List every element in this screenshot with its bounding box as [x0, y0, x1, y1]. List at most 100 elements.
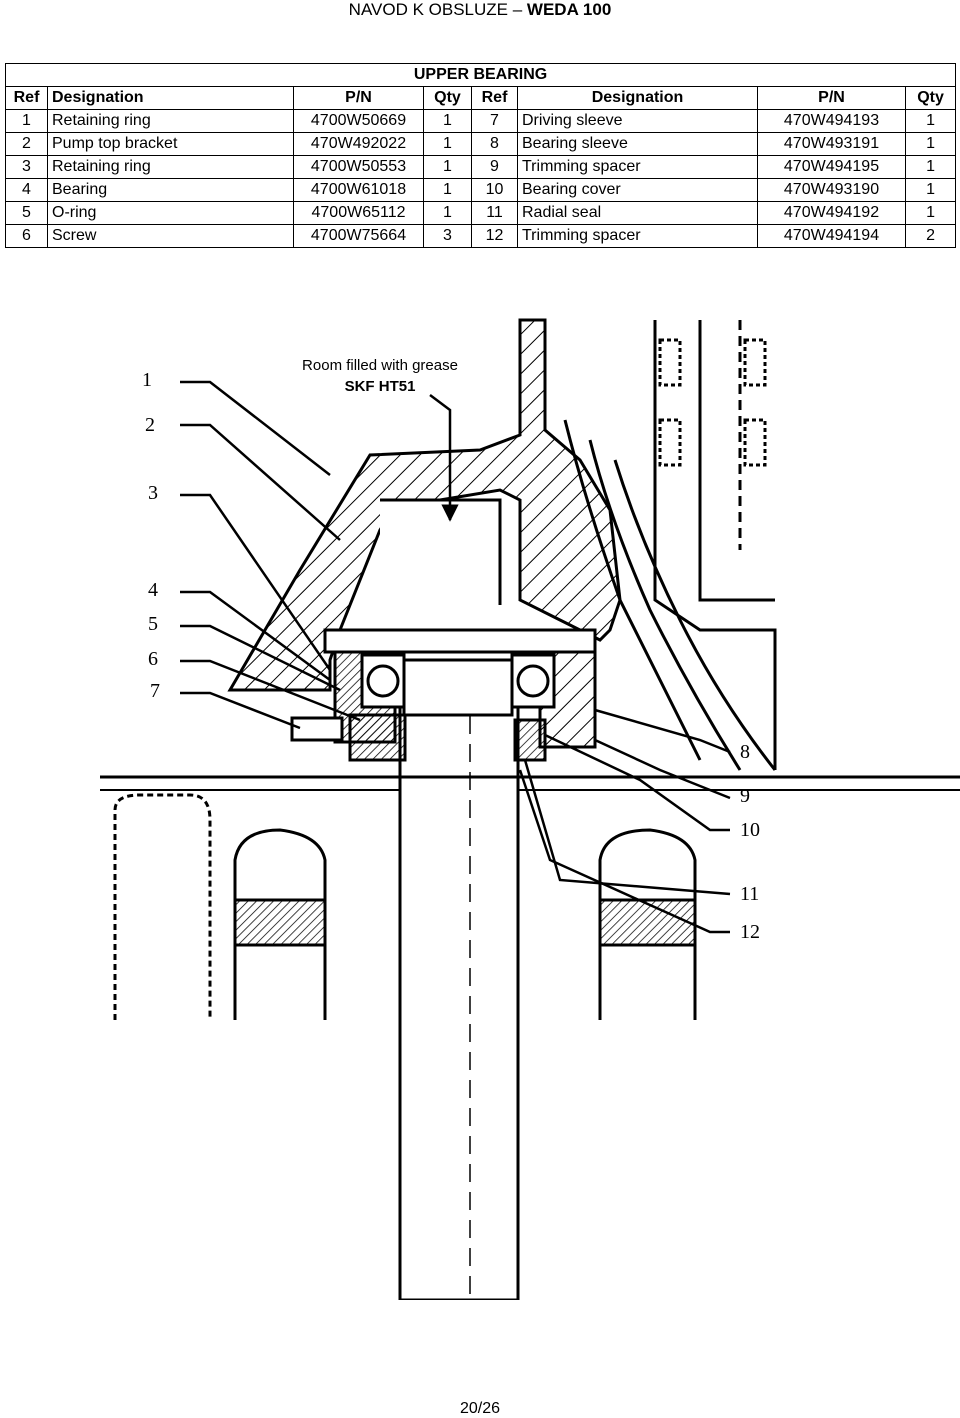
- leader-10: [544, 733, 730, 832]
- table-cell: 3: [423, 224, 472, 248]
- table-cell: 470W492022: [293, 132, 424, 156]
- table-cell: 470W494195: [757, 155, 906, 179]
- table-cell: Trimming spacer: [517, 224, 758, 248]
- table-cell: 1: [904, 109, 957, 133]
- table-cell: 470W494193: [757, 109, 906, 133]
- table-cell: O-ring: [47, 201, 294, 225]
- page-number: 20/26: [459, 1400, 501, 1417]
- callout-4: 4: [148, 579, 158, 601]
- table-cell: 1: [904, 155, 957, 179]
- table-cell: Radial seal: [517, 201, 758, 225]
- leader-8: [594, 708, 731, 754]
- bearing-ball-left: [366, 664, 400, 698]
- table-cell: 3: [5, 155, 48, 179]
- col-header: P/N: [293, 86, 424, 110]
- table-cell: 5: [5, 201, 48, 225]
- table-cell: Trimming spacer: [517, 155, 758, 179]
- bearing-drawing: Room filled with grease SKF HT51 1 2 3 4…: [100, 318, 960, 1300]
- table-cell: 9: [471, 155, 518, 179]
- table-cell: 470W493191: [757, 132, 906, 156]
- shaft: [398, 658, 520, 1300]
- table-cell: Retaining ring: [47, 109, 294, 133]
- pump-top-bracket: [227, 318, 622, 692]
- table-cell: 1: [904, 201, 957, 225]
- table-cell: 1: [423, 178, 472, 202]
- leader-7: [180, 691, 301, 730]
- callout-12: 12: [740, 921, 760, 943]
- table-cell: Driving sleeve: [517, 109, 758, 133]
- table-cell: Bearing cover: [517, 178, 758, 202]
- screw: [290, 716, 344, 742]
- table-cell: 6: [5, 224, 48, 248]
- table-title: UPPER BEARING: [4, 63, 957, 87]
- callout-9: 9: [740, 785, 750, 807]
- leader-4: [180, 590, 331, 682]
- leader-5: [180, 624, 341, 692]
- table-cell: 1: [904, 178, 957, 202]
- grease-note-line1: Room filled with grease: [302, 357, 458, 374]
- col-header: Designation: [517, 86, 758, 110]
- leader-11: [523, 759, 731, 896]
- table-cell: 4: [5, 178, 48, 202]
- leader-2: [180, 423, 341, 541]
- table-cell: 12: [471, 224, 518, 248]
- col-header: Ref: [471, 86, 518, 110]
- table-cell: 4700W61018: [293, 178, 424, 202]
- table-cell: Bearing sleeve: [517, 132, 758, 156]
- table-cell: 10: [471, 178, 518, 202]
- table-cell: Bearing: [47, 178, 294, 202]
- callout-2: 2: [145, 414, 155, 436]
- leader-12: [518, 769, 730, 934]
- bearing-ball-right: [516, 664, 550, 698]
- callout-5: 5: [148, 613, 158, 635]
- col-header: Qty: [423, 86, 472, 110]
- table-cell: 470W494194: [757, 224, 906, 248]
- grease-note-line2: SKF HT51: [345, 378, 416, 395]
- callout-10: 10: [740, 819, 760, 841]
- grease-arrow: [429, 394, 459, 522]
- col-header: Designation: [47, 86, 294, 110]
- col-header: Ref: [5, 86, 48, 110]
- table-cell: 4700W65112: [293, 201, 424, 225]
- table-cell: 1: [5, 109, 48, 133]
- table-cell: 1: [423, 155, 472, 179]
- table-header-row: Ref Designation P/N Qty Ref Designation …: [5, 86, 957, 110]
- col-header: P/N: [757, 86, 906, 110]
- table-cell: Screw: [47, 224, 294, 248]
- table-cell: 4700W50669: [293, 109, 424, 133]
- callout-6: 6: [148, 648, 158, 670]
- col-header: Qty: [904, 86, 957, 110]
- table-cell: Retaining ring: [47, 155, 294, 179]
- table-cell: 470W494192: [757, 201, 906, 225]
- callout-1: 1: [142, 369, 152, 391]
- leader-1: [180, 380, 331, 476]
- table-cell: 470W493190: [757, 178, 906, 202]
- table-cell: 1: [904, 132, 957, 156]
- table-cell: 11: [471, 201, 518, 225]
- table-cell: 1: [423, 132, 472, 156]
- callout-8: 8: [740, 741, 750, 763]
- callout-7: 7: [150, 680, 160, 702]
- table-cell: 2: [904, 224, 957, 248]
- leader-9: [594, 738, 731, 800]
- page-header: NAVOD K OBSLUZE – WEDA 100: [0, 0, 960, 20]
- table-cell: 2: [5, 132, 48, 156]
- table-cell: 1: [423, 201, 472, 225]
- parts-table: UPPER BEARING Ref Designation P/N Qty Re…: [4, 63, 957, 248]
- table-cell: 7: [471, 109, 518, 133]
- table-cell: 4700W75664: [293, 224, 424, 248]
- leader-6: [180, 659, 361, 722]
- table-cell: Pump top bracket: [47, 132, 294, 156]
- table-cell: 8: [471, 132, 518, 156]
- callout-11: 11: [740, 883, 759, 905]
- table-cell: 4700W50553: [293, 155, 424, 179]
- leader-3: [180, 493, 332, 671]
- header-product: WEDA 100: [526, 0, 612, 19]
- bearing-cover: [323, 628, 597, 654]
